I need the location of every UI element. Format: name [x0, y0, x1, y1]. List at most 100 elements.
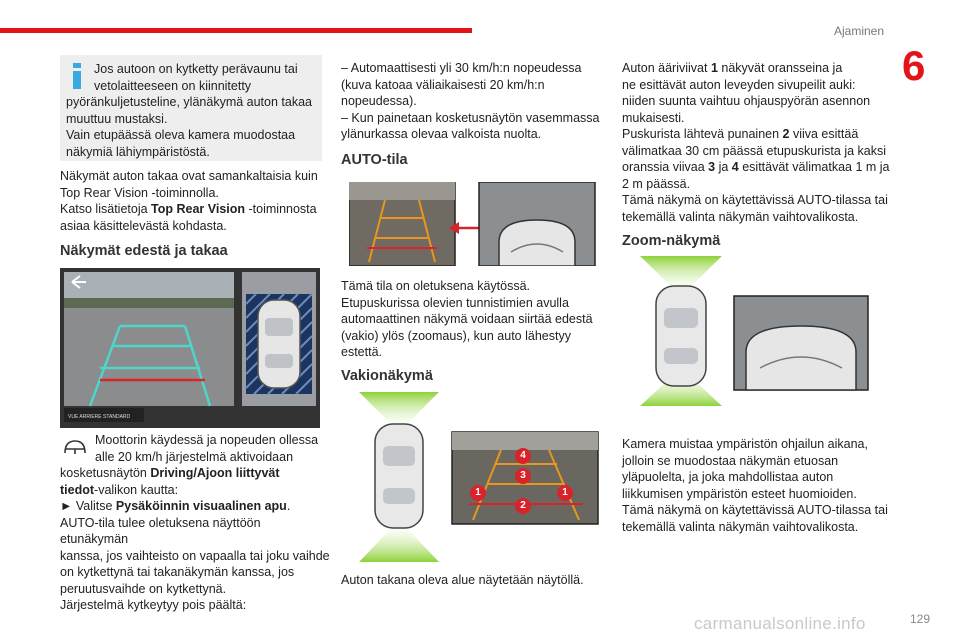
text-span: 1	[710, 61, 718, 75]
zoom-illustration	[640, 256, 869, 406]
text-line: välimatkaa 30 cm päässä etupuskurista ja…	[622, 143, 887, 158]
text-line: Tämä näkymä on käytettävissä AUTO-tilass…	[622, 193, 888, 207]
marker-1-left: 1	[470, 485, 486, 501]
text-line: Tämä tila on oletuksena käytössä.	[341, 279, 530, 293]
auto-mode-illustration	[349, 182, 596, 266]
text-line: on kytkettynä tai takanäkymän kanssa, jo…	[60, 565, 295, 579]
list-item: – Automaattisesti yli 30 km/h:n nopeudes…	[341, 61, 582, 75]
info-line: pyöränkuljetusteline, ylänäkymä auton ta…	[66, 95, 312, 109]
info-line: Jos autoon on kytketty perävaunu tai	[94, 62, 298, 76]
marker-3: 3	[515, 468, 531, 484]
text-line: 2 m päässä.	[622, 176, 691, 191]
text-line: oranssia viivaa 3 ja 4 esittävät välimat…	[622, 159, 892, 176]
heading-front-rear: Näkymät edestä ja takaa	[60, 243, 228, 259]
screen-label: VUE ARRIERE STANDARD	[68, 414, 131, 420]
info-box: Jos autoon on kytketty perävaunu tai vet…	[60, 55, 322, 161]
info-line: näkymiä lähiympäristöstä.	[66, 144, 210, 159]
text-span: viiva esittää	[789, 127, 859, 141]
auto-paragraph: Tämä tila on oletuksena käytössä. Etupus…	[341, 278, 606, 361]
marker-2: 2	[515, 498, 531, 514]
car-top-icon	[257, 299, 301, 389]
marker-4: 4	[515, 448, 531, 464]
list-item: (kuva katoaa väliaikaisesti 20 km/h:n	[341, 77, 545, 92]
text-span: Pysäköinnin visuaalinen apu	[115, 499, 287, 513]
text-span: 3	[708, 160, 716, 174]
text-line: automaattinen näkymä voidaan siirtää ede…	[341, 312, 593, 326]
text-span: Auton ääriviivat	[622, 61, 711, 75]
text-line: Järjestelmä kytkeytyy pois päältä:	[60, 598, 247, 612]
text-line: peruutusvaihde on kytkettynä.	[60, 581, 227, 596]
text-span: -toiminnosta	[245, 202, 317, 216]
intro-paragraph: Näkymät auton takaa ovat samankaltaisia …	[60, 168, 330, 234]
chapter-number: 6	[902, 42, 926, 89]
text-line: Etupuskurissa olevien tunnistimien avull…	[341, 295, 569, 310]
zoom-paragraph: Kamera muistaa ympäristön ohjailun aikan…	[622, 436, 892, 535]
text-span: oranssia viivaa	[622, 160, 709, 174]
text-line: yläpuolelta, ja joka mahdollistaa auton	[622, 470, 834, 484]
text-span: Katso lisätietoja	[60, 202, 152, 216]
text-span: näkyvät oransseina ja	[717, 61, 843, 75]
text-line: alle 20 km/h järjestelmä aktivoidaan	[95, 449, 294, 464]
marker-1-right: 1	[557, 485, 573, 501]
info-line: muuttuu mustaksi.	[66, 111, 168, 126]
list-item: ylänurkassa olevaa valkoista nuolta.	[341, 127, 542, 141]
text-line: tekemällä valinta näkymän vaihtovalikost…	[622, 519, 859, 534]
text-line: Näkymät auton takaa ovat samankaltaisia …	[60, 169, 318, 183]
page-number: 129	[910, 612, 931, 626]
text-span: Top Rear Vision	[151, 202, 246, 216]
text-line: niiden suunta vaihtuu ohjauspyörän asenn…	[622, 94, 871, 108]
info-icon	[73, 63, 81, 89]
text-line: AUTO-tila tulee oletuksena näyttöön etun…	[60, 515, 261, 547]
heading-auto: AUTO-tila	[341, 152, 408, 168]
info-line: vetolaitteeseen on kiinnitetty	[94, 78, 252, 93]
text-span: Puskurista lähtevä punainen	[622, 127, 783, 141]
text-line: mukaisesti.	[622, 110, 685, 125]
outline-paragraph: Auton ääriviivat 1 näkyvät oransseina ja…	[622, 60, 892, 225]
text-line: ► Valitse Pysäköinnin visuaalinen apu.	[60, 498, 330, 515]
text-line: Moottorin käydessä ja nopeuden ollessa	[95, 433, 319, 447]
back-arrow-icon	[71, 275, 86, 289]
text-span: -valikon kautta:	[94, 482, 179, 497]
heading-zoom: Zoom-näkymä	[622, 233, 721, 249]
text-span: .	[286, 499, 291, 513]
rear-camera-screen: VUE ARRIERE STANDARD	[60, 268, 320, 428]
text-span: ► Valitse	[60, 499, 116, 513]
vakio-caption: Auton takana oleva alue näytetään näytöl…	[341, 573, 584, 587]
info-line: Vain etupäässä oleva kamera muodostaa	[66, 128, 296, 142]
text-line: Kamera muistaa ympäristön ohjailun aikan…	[622, 437, 868, 451]
list-item: – Kun painetaan kosketusnäytön vasemmass…	[341, 110, 600, 125]
text-line: tiedot-valikon kautta:	[60, 482, 330, 499]
text-span: 2	[782, 127, 790, 141]
rear-camera-view	[60, 268, 320, 428]
text-line: jolloin se muodostaa näkymän etuosan	[622, 453, 839, 468]
accent-bar	[0, 28, 472, 33]
text-line: Auton ääriviivat 1 näkyvät oransseina ja	[622, 60, 892, 77]
text-span: tiedot	[60, 482, 95, 497]
text-line: estettä.	[341, 345, 382, 359]
text-span: ja	[715, 160, 732, 174]
steering-paragraph: Moottorin käydessä ja nopeuden ollessa a…	[60, 432, 330, 614]
double-arrow-icon	[449, 222, 459, 234]
text-span: Driving/Ajoon liittyvät	[150, 466, 280, 480]
text-line: Top Rear Vision -toiminnolla.	[60, 185, 219, 200]
vakio-illustration	[359, 392, 599, 562]
text-span: 4	[731, 160, 739, 174]
steering-wheel-icon	[64, 440, 86, 454]
text-line: tekemällä valinta näkymän vaihtovalikost…	[622, 209, 859, 224]
disable-list: – Automaattisesti yli 30 km/h:n nopeudes…	[341, 60, 606, 143]
text-line: ne esittävät auton leveyden sivupeilit a…	[622, 77, 856, 92]
list-item: nopeudessa).	[341, 94, 417, 108]
text-line: Tämä näkymä on käytettävissä AUTO-tilass…	[622, 503, 888, 517]
text-line: kosketusnäytön Driving/Ajoon liittyvät	[60, 465, 330, 482]
text-line: Katso lisätietoja Top Rear Vision -toimi…	[60, 201, 330, 218]
text-line: kanssa, jos vaihteisto on vapaalla tai j…	[60, 548, 330, 563]
text-line: asiaa käsittelevästä kohdasta.	[60, 218, 227, 233]
text-span: kosketusnäytön	[60, 466, 151, 480]
watermark: carmanualsonline.info	[694, 614, 866, 633]
section-title: Ajaminen	[834, 24, 885, 38]
text-span: esittävät välimatkaa 1 m ja	[738, 160, 890, 174]
heading-vakio: Vakionäkymä	[341, 368, 433, 384]
text-line: liikkumisen ympäristön esteet huomioiden…	[622, 486, 857, 501]
text-line: (vakio) ylös (zoomaus), kun auto lähesty…	[341, 328, 571, 343]
text-line: Puskurista lähtevä punainen 2 viiva esit…	[622, 126, 892, 143]
